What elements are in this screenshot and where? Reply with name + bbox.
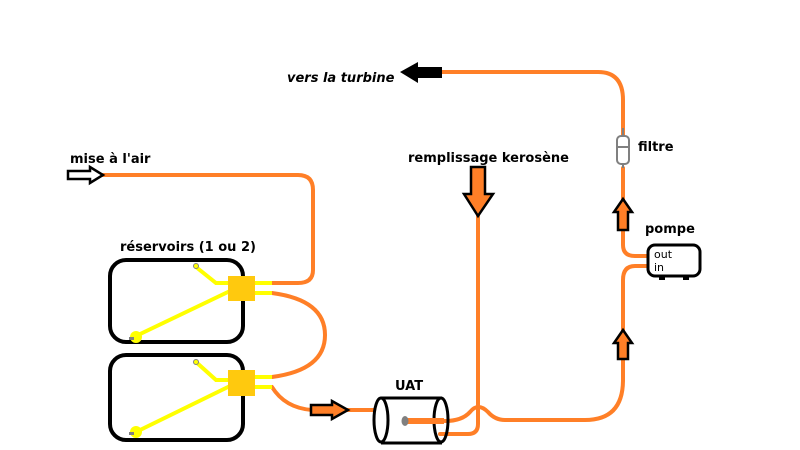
pipe-pump-to-uat bbox=[443, 264, 650, 423]
pump-out-label: out bbox=[654, 248, 673, 261]
refill-arrow-icon bbox=[461, 165, 496, 219]
flow-right-arrow-icon bbox=[309, 398, 351, 422]
pipe-tank-loop bbox=[270, 291, 328, 379]
refill-label: remplissage kerosène bbox=[408, 151, 569, 166]
pipe-filter-to-pump bbox=[621, 166, 650, 258]
filter-label: filtre bbox=[638, 140, 674, 155]
pipes bbox=[101, 70, 650, 436]
uat bbox=[372, 396, 450, 445]
flow-up-arrow-icon-2 bbox=[611, 327, 635, 361]
vent-label: mise à l'air bbox=[70, 152, 151, 167]
uat-label: UAT bbox=[395, 379, 423, 394]
tank-1-connector bbox=[228, 276, 255, 301]
tank-2 bbox=[108, 353, 272, 442]
turbine-label: vers la turbine bbox=[287, 71, 395, 86]
pump-in-label: in bbox=[654, 261, 664, 274]
tank-1 bbox=[108, 258, 272, 344]
turbine-arrow-icon bbox=[400, 62, 442, 83]
pipe-refill bbox=[438, 212, 480, 436]
pipe-vent bbox=[101, 173, 315, 285]
tank-2-connector bbox=[228, 370, 255, 396]
tanks-label: réservoirs (1 ou 2) bbox=[120, 240, 256, 255]
pipe-turbine-to-filter bbox=[438, 70, 625, 138]
filter bbox=[616, 128, 630, 168]
flow-up-arrow-icon bbox=[611, 196, 635, 232]
pump-label: pompe bbox=[645, 222, 695, 237]
pump bbox=[646, 243, 702, 280]
pipe-tank-to-uat bbox=[270, 385, 314, 412]
vent-arrow-icon bbox=[66, 164, 106, 186]
